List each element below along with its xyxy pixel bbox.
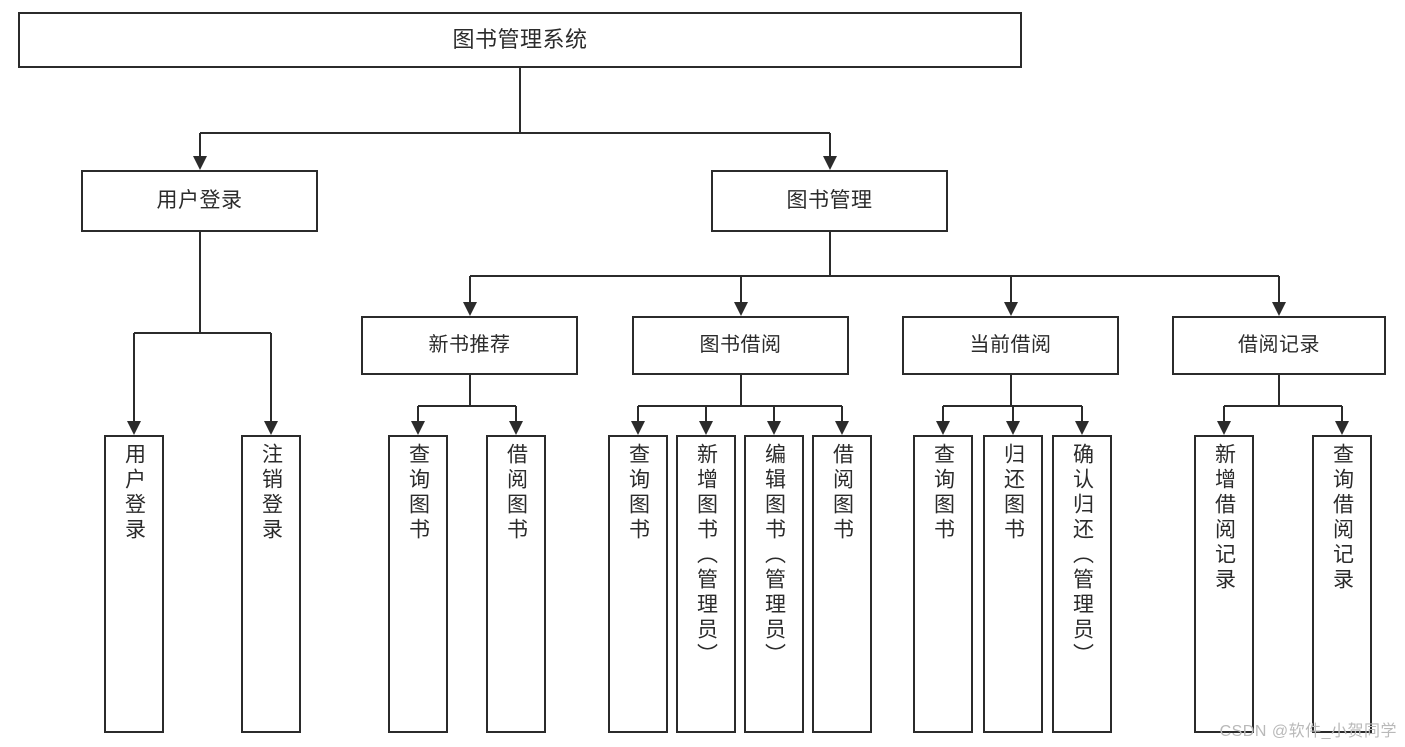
node-label: 用户登录	[122, 443, 146, 543]
arrowhead-icon	[1003, 302, 1018, 316]
node-label: 图书管理系统	[452, 27, 588, 53]
leaf-node-borrow-book[interactable]: 借阅图书	[812, 435, 872, 733]
node-label: 新增借阅记录	[1212, 443, 1236, 593]
connector-drop	[773, 406, 775, 421]
connector-bus-new-book-recommend	[418, 405, 516, 407]
node-label: 查询图书	[626, 443, 650, 543]
connector-drop	[417, 406, 419, 421]
connector-drop	[637, 406, 639, 421]
arrowhead-icon	[509, 421, 523, 435]
node-label: 图书借阅	[699, 334, 782, 356]
arrowhead-icon	[1217, 421, 1231, 435]
leaf-node-add-book[interactable]: 新增图书（管理员）	[676, 435, 736, 733]
node-book-management-system[interactable]: 图书管理系统	[18, 12, 1022, 68]
node-label: 编辑图书（管理员）	[762, 443, 786, 668]
node-book-borrow[interactable]: 图书借阅	[632, 316, 849, 375]
connector-drop	[198, 133, 201, 156]
leaf-node-add-borrow-record[interactable]: 新增借阅记录	[1194, 435, 1254, 733]
arrowhead-icon	[936, 421, 950, 435]
arrowhead-icon	[1272, 302, 1286, 316]
leaf-node-return-book[interactable]: 归还图书	[983, 435, 1043, 733]
node-label: 借阅图书	[504, 443, 528, 543]
node-label: 借阅记录	[1238, 334, 1320, 356]
node-label: 用户登录	[156, 188, 243, 212]
connector-stem-book-borrow	[739, 375, 742, 406]
node-label: 借阅图书	[830, 443, 854, 543]
node-label: 查询借阅记录	[1330, 443, 1354, 593]
arrowhead-icon	[699, 421, 713, 435]
connector-drop	[1009, 276, 1012, 302]
connector-stem-borrow-record	[1278, 375, 1280, 406]
node-label: 当前借阅	[969, 334, 1052, 356]
arrowhead-icon	[767, 421, 781, 435]
leaf-node-query-borrow-record[interactable]: 查询借阅记录	[1312, 435, 1372, 733]
node-current-borrow[interactable]: 当前借阅	[902, 316, 1119, 375]
connector-drop	[942, 406, 944, 421]
connector-drop	[270, 333, 272, 421]
watermark-text: CSDN @软件_小贺同学	[1219, 723, 1397, 740]
connector-root-bus	[199, 132, 830, 134]
arrowhead-icon	[822, 156, 837, 170]
arrowhead-icon	[127, 421, 141, 435]
arrowhead-icon	[1075, 421, 1089, 435]
node-label: 注销登录	[259, 443, 283, 543]
node-label: 归还图书	[1001, 443, 1025, 543]
arrowhead-icon	[462, 302, 477, 316]
connector-drop	[133, 333, 135, 421]
connector-drop	[515, 406, 517, 421]
node-label: 新增图书（管理员）	[694, 443, 718, 668]
leaf-node-query-book-recommend[interactable]: 查询图书	[388, 435, 448, 733]
node-book-management[interactable]: 图书管理	[711, 170, 948, 232]
arrowhead-icon	[733, 302, 748, 316]
arrowhead-icon	[1006, 421, 1020, 435]
connector-drop	[828, 133, 831, 156]
arrowhead-icon	[411, 421, 425, 435]
connector-drop	[1012, 406, 1014, 421]
connector-drop	[739, 276, 742, 302]
connector-drop	[1341, 406, 1343, 421]
node-label: 查询图书	[406, 443, 430, 543]
node-label: 图书管理	[786, 188, 873, 212]
leaf-node-borrow-book-recommend[interactable]: 借阅图书	[486, 435, 546, 733]
connector-bm-bus	[469, 275, 1279, 277]
connector-drop	[841, 406, 843, 421]
connector-bus-book-borrow	[638, 405, 842, 407]
node-label: 查询图书	[931, 443, 955, 543]
leaf-node-query-book-current[interactable]: 查询图书	[913, 435, 973, 733]
arrowhead-icon	[631, 421, 645, 435]
connector-root-stem	[519, 68, 521, 133]
connector-drop	[705, 406, 707, 421]
leaf-node-user-login[interactable]: 用户登录	[104, 435, 164, 733]
connector-ul-bus	[134, 332, 271, 334]
node-new-book-recommend[interactable]: 新书推荐	[361, 316, 578, 375]
node-label: 确认归还（管理员）	[1070, 443, 1094, 668]
arrowhead-icon	[1335, 421, 1349, 435]
leaf-node-confirm-return[interactable]: 确认归还（管理员）	[1052, 435, 1112, 733]
leaf-node-edit-book[interactable]: 编辑图书（管理员）	[744, 435, 804, 733]
connector-bm-stem	[828, 232, 831, 276]
arrowhead-icon	[192, 156, 207, 170]
connector-drop	[1223, 406, 1225, 421]
arrowhead-icon	[264, 421, 278, 435]
arrowhead-icon	[835, 421, 849, 435]
leaf-node-query-book-borrow[interactable]: 查询图书	[608, 435, 668, 733]
connector-drop	[1081, 406, 1083, 421]
connector-drop	[468, 276, 471, 302]
connector-bus-borrow-record	[1224, 405, 1342, 407]
leaf-node-logout[interactable]: 注销登录	[241, 435, 301, 733]
node-user-login[interactable]: 用户登录	[81, 170, 318, 232]
connector-stem-new-book-recommend	[468, 375, 471, 406]
connector-drop	[1278, 276, 1280, 302]
connector-stem-current-borrow	[1009, 375, 1012, 406]
connector-ul-stem	[198, 232, 201, 333]
node-borrow-record[interactable]: 借阅记录	[1172, 316, 1386, 375]
node-label: 新书推荐	[428, 334, 511, 356]
